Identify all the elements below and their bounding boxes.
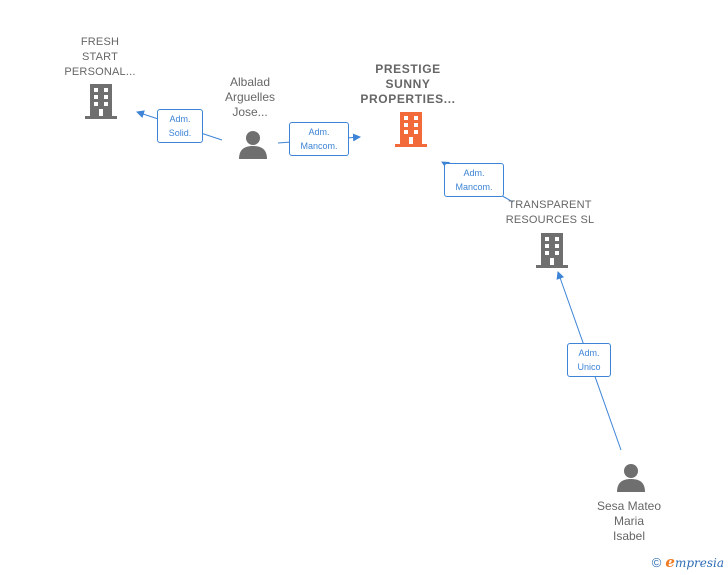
edge-label-line2: Unico <box>577 362 601 372</box>
person-icon[interactable] <box>616 463 646 493</box>
edge-label-line2: Mancom. <box>300 141 338 151</box>
edge-label-line1: Adm. <box>578 348 600 358</box>
node-label-transparent: TRANSPARENT RESOURCES SL <box>505 199 595 226</box>
copyright-symbol: © <box>651 554 662 570</box>
footer-brand: © empresia <box>652 553 724 571</box>
edge-label-line2: Solid. <box>168 128 192 138</box>
node-label-fresh-start: FRESH START PERSONAL... <box>64 36 136 78</box>
building-icon-main[interactable] <box>395 112 427 148</box>
person-icon[interactable] <box>238 130 268 160</box>
edge-label-line1: Adm. <box>463 168 485 178</box>
node-label-albalad: Albalad Arguelles Jose... <box>224 75 276 119</box>
building-icon[interactable] <box>85 84 117 120</box>
edge-label-line1: Adm. <box>308 127 330 137</box>
edge-label-line2: Mancom. <box>455 182 493 192</box>
node-label-prestige: PRESTIGE SUNNY PROPERTIES... <box>360 62 456 106</box>
brand-initial: e <box>665 553 675 571</box>
edge-label-adm-mancom: Adm. Mancom. <box>289 122 349 156</box>
edge-label-adm-mancom: Adm. Mancom. <box>444 163 504 197</box>
edge-label-adm-solid: Adm. Solid. <box>157 109 203 143</box>
edge-label-line1: Adm. <box>169 114 191 124</box>
node-label-sesa: Sesa Mateo Maria Isabel <box>596 499 662 543</box>
building-icon[interactable] <box>536 233 568 269</box>
brand-rest: mpresia <box>674 556 724 570</box>
edge-label-adm-unico: Adm. Unico <box>567 343 611 377</box>
empresia-logo[interactable]: empresia <box>665 553 724 571</box>
